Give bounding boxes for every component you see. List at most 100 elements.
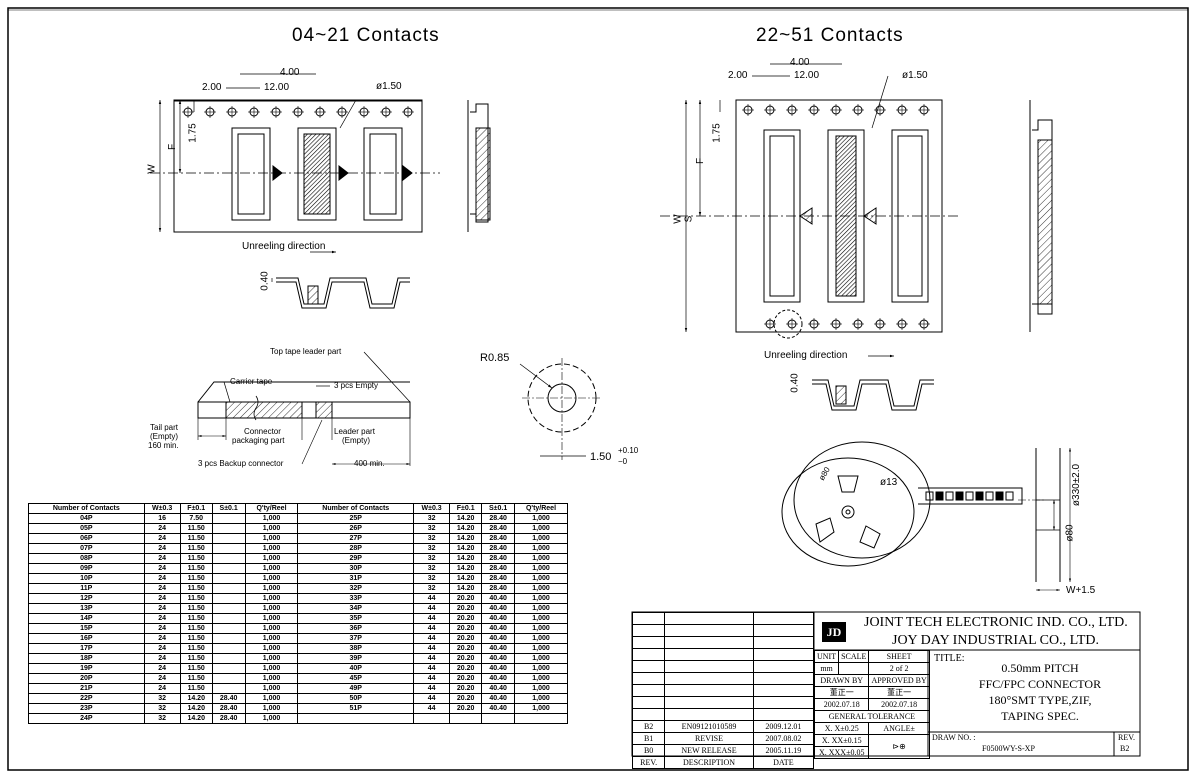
dim-040-right: 0.40 [789,373,801,393]
dim-w-right: W [672,214,684,224]
revision-cell [664,708,754,721]
scale-value [838,662,870,675]
revision-cell [664,696,754,709]
revision-cell [752,660,815,673]
table-cell: 29P [297,553,415,564]
table-cell: 40.40 [481,683,515,694]
dim-pitch-2-left: 2.00 [202,82,222,93]
reel-dia80-label: ø80 [1064,524,1076,542]
table-cell: 26P [297,523,415,534]
table-cell: 44 [413,593,451,604]
revision-row [631,612,815,625]
table-cell: 11.50 [179,663,213,674]
table-cell: 44 [413,653,451,664]
table-cell: 14.20 [179,703,213,714]
dim-pitch-2-right: 2.00 [728,70,748,81]
dim-s-right: S [683,215,695,223]
table-cell: 1,000 [244,513,299,524]
revision-cell [664,660,754,673]
table-cell: 1,000 [244,553,299,564]
revision-cell [664,684,754,697]
revision-row [631,672,815,685]
column-header: W±0.3 [413,503,451,514]
reel-tape-pocket [965,491,974,501]
table-cell [211,623,246,634]
projection-icon: ⊳⊕ [868,734,930,759]
dim-pitch-4-left: 4.00 [280,67,300,78]
approved-date: 2002.07.18 [868,698,930,711]
table-cell: 14.20 [449,553,483,564]
column-header: Number of Contacts [297,503,415,514]
table-cell: 24 [143,653,181,664]
revision-cell [631,660,666,673]
unreeling-label-right: Unreeling direction [764,350,848,361]
table-cell [211,553,246,564]
title-line-1: 0.50mm PITCH [1001,661,1079,675]
table-cell: 32 [413,533,451,544]
reel-w-label: W+1.5 [1066,585,1096,596]
table-cell: 11.50 [179,543,213,554]
reel-tape-pocket [975,491,984,501]
tape-leader-diagram [197,351,411,466]
table-cell: 40.40 [481,603,515,614]
table-cell: 24 [143,533,181,544]
table-cell: 14.20 [449,533,483,544]
table-cell: 13P [28,603,145,614]
table-cell: 1,000 [514,563,568,574]
left-section-view [271,277,410,309]
revision-rev: B0 [631,744,666,757]
table-cell: 39P [297,653,415,664]
right-tape-view [660,63,960,358]
table-cell: 1,000 [244,623,299,634]
table-cell: 1,000 [244,603,299,614]
table-cell: 11.50 [179,563,213,574]
revision-row [631,648,815,661]
left-view-title: 04~21 Contacts [292,25,440,46]
table-cell [449,713,483,724]
table-cell: 1,000 [244,533,299,544]
revision-desc: EN09121010589 [664,720,754,733]
reel-tape-pocket [985,491,994,501]
table-cell: 44 [413,613,451,624]
table-cell: 18P [28,653,145,664]
table-cell: 40.40 [481,663,515,674]
table-cell [481,713,515,724]
table-cell: 40.40 [481,693,515,704]
table-cell: 40.40 [481,703,515,714]
table-cell: 20.20 [449,663,483,674]
table-cell: 24 [143,523,181,534]
table-cell: 11.50 [179,593,213,604]
table-cell: 24 [143,643,181,654]
border-frame [7,7,1189,771]
left-side-view [467,100,491,232]
table-cell: 28.40 [481,543,515,554]
table-cell: 36P [297,623,415,634]
table-cell: 12P [28,593,145,604]
revision-cell [752,636,815,649]
table-cell: 1,000 [514,683,568,694]
table-cell: 16 [143,513,181,524]
table-cell [211,543,246,554]
revision-cell [752,612,815,625]
company-name-2: JOY DAY INDUSTRIAL CO., LTD. [892,633,1100,648]
dim-175-left: 1.75 [187,123,199,143]
empty3-label: 3 pcs Empty [334,381,379,390]
title-line-2: FFC/FPC CONNECTOR [978,677,1102,691]
table-cell: 11.50 [179,583,213,594]
table-cell: 24 [143,613,181,624]
table-cell: 40.40 [481,653,515,664]
connector-label-1: Connector [244,427,281,436]
table-cell: 24 [143,663,181,674]
table-cell: 32 [413,583,451,594]
revision-cell [664,612,754,625]
table-cell: 20.20 [449,613,483,624]
table-cell: 04P [28,513,145,524]
